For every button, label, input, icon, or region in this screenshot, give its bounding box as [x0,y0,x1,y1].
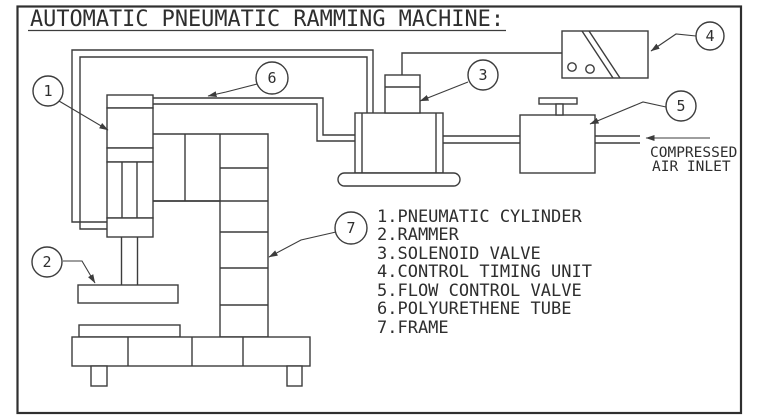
rammer [77,284,179,304]
callout-number: 7 [346,219,355,237]
legend-item-6: 6.POLYURETHENE TUBE [377,299,571,319]
base-foot-left [90,365,108,387]
flow-control-valve [519,97,596,174]
legend-item-5: 5.FLOW CONTROL VALVE [377,281,582,301]
callout-number: 6 [267,69,276,87]
callout-polyurethene-tube: 6 [207,61,289,98]
drawing-border [16,5,743,415]
callout-number: 4 [705,27,714,45]
air-inlet-label-line2: AIR INLET [652,159,731,175]
valve-handle-stem [555,103,564,116]
polyurethene-tube-top-run [153,97,355,142]
callout-pneumatic-cylinder: 1 [32,75,109,131]
pipe-valve-to-flow-valve [443,135,520,144]
timer-knob-left [567,62,577,72]
parts-legend: 1.PNEUMATIC CYLINDER 2.RAMMER 3.SOLENOID… [377,207,592,338]
callout-number: 2 [42,253,51,271]
callout-number: 5 [676,97,685,115]
legend-item-7: 7.FRAME [377,318,449,338]
legend-item-2: 2.RAMMER [377,225,460,245]
machine-base [71,336,311,387]
air-inlet-label-line1: COMPRESSED [650,145,737,161]
legend-item-4: 4.CONTROL TIMING UNIT [377,262,592,282]
callout-solenoid-valve: 3 [419,59,499,102]
polyurethene-tube-bottom-loop [71,49,374,230]
legend-item-1: 1.PNEUMATIC CYLINDER [377,207,582,227]
callout-frame: 7 [268,211,368,258]
callout-control-timing-unit: 4 [650,21,725,52]
callout-rammer: 2 [31,246,96,284]
lower-plate [78,324,181,338]
valve-handle-bar [538,97,578,105]
pneumatic-cylinder [106,94,154,238]
piston-rod [120,237,139,285]
solenoid-coil [384,74,421,114]
page-title: AUTOMATIC PNEUMATIC RAMMING MACHINE: [30,7,504,32]
control-timing-unit [561,30,649,79]
pipe-air-inlet [595,135,640,144]
legend-item-3: 3.SOLENOID VALVE [377,244,541,264]
base-foot-right [286,365,303,387]
callout-flow-control-valve: 5 [589,90,697,125]
callout-number: 3 [478,66,487,84]
compressed-air-annotation: COMPRESSED AIR INLET [645,135,737,175]
wire-solenoid-to-timer [401,52,562,75]
timer-knob-right [585,64,595,74]
frame [151,133,269,338]
callout-number: 1 [43,82,52,100]
solenoid-valve-base [337,172,461,187]
solenoid-valve [337,74,461,187]
title-block: AUTOMATIC PNEUMATIC RAMMING MACHINE: [28,7,506,32]
